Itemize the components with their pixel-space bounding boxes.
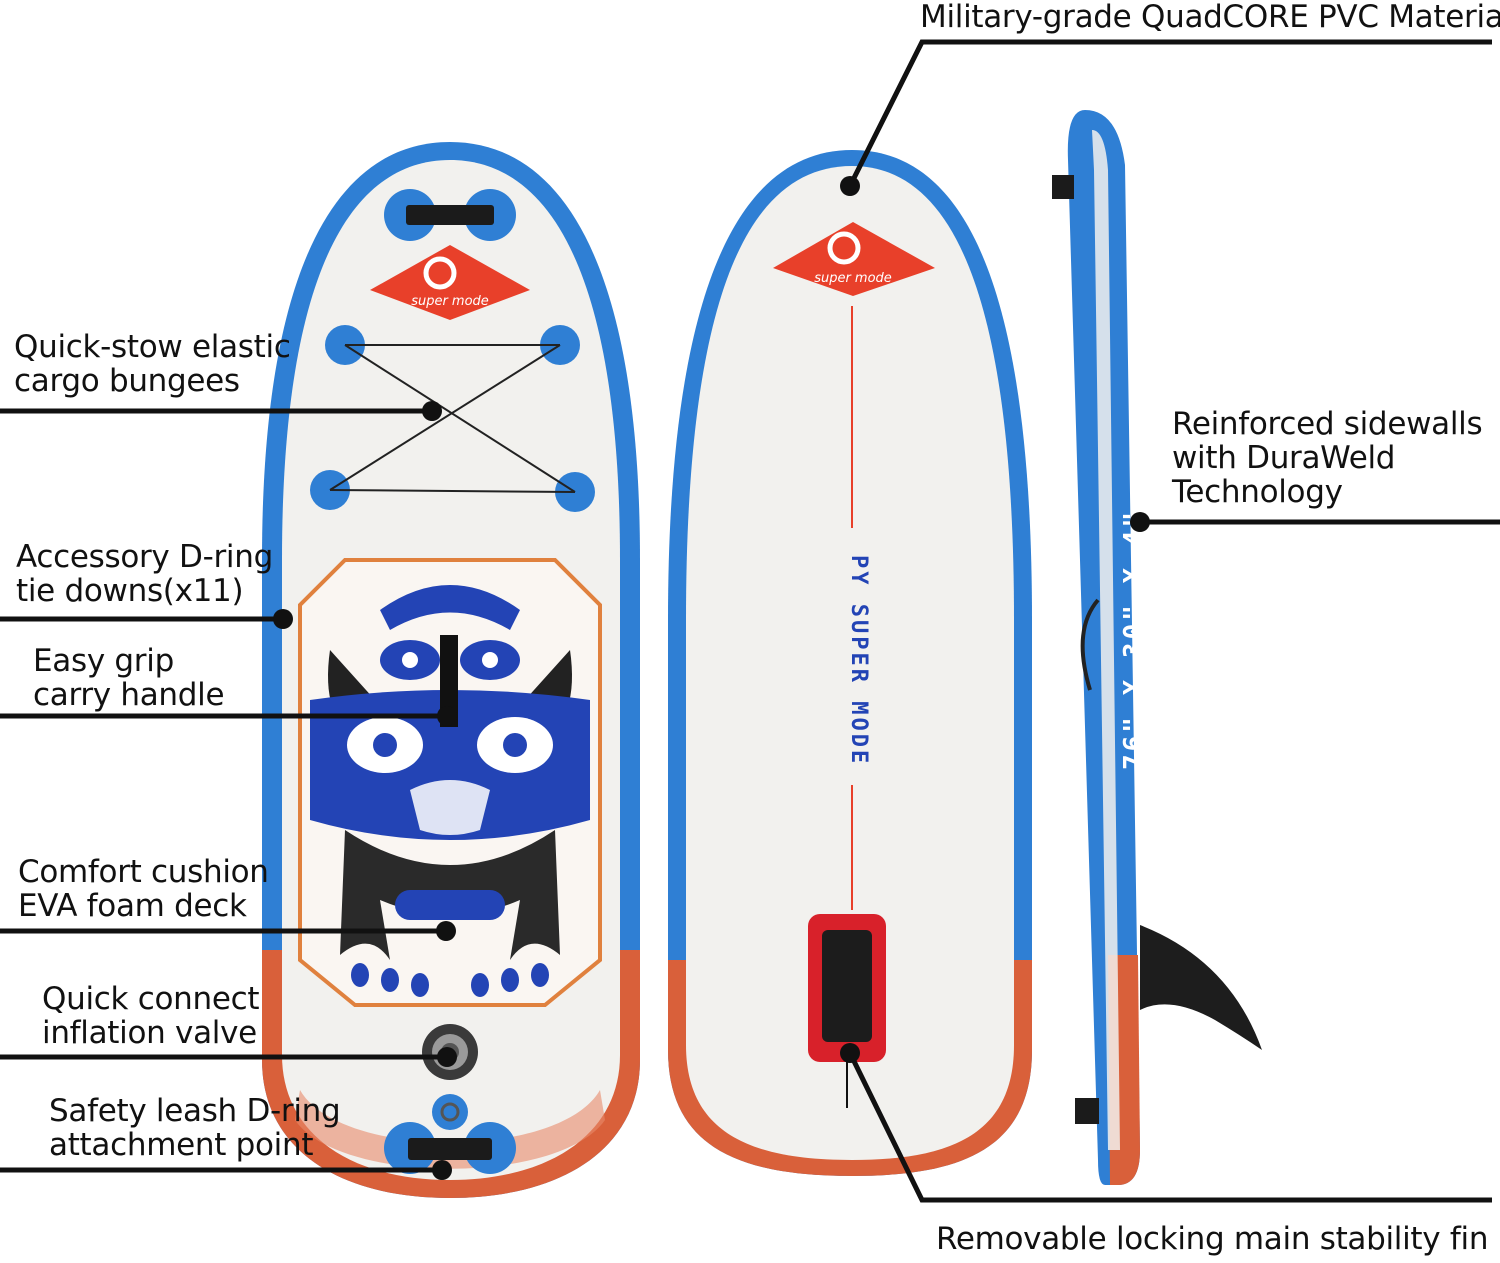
side-view-board: 76" X 30" X 4" super mode (1052, 110, 1262, 1185)
tail-leash-d-ring (384, 1094, 516, 1174)
cargo-bungee-area (310, 325, 595, 512)
callout-line: Safety leash D-ring (49, 1093, 341, 1129)
callout-line: Removable locking main stability fin (936, 1221, 1489, 1257)
dimensions-text: 76" X 30" X 4" (1119, 509, 1149, 770)
logo-text: super mode (411, 294, 489, 309)
callout-eva-deck: Comfort cushion EVA foam deck (18, 855, 269, 923)
nose-carry-handle (384, 189, 516, 241)
callout-inflation-valve: Quick connect inflation valve (42, 982, 259, 1050)
callout-line: Comfort cushion (18, 854, 269, 890)
callout-sidewalls: Reinforced sidewalls with DuraWeld Techn… (1172, 406, 1483, 510)
bottom-view-board: super mode PY SUPER MODE (668, 150, 1032, 1176)
callout-carry-handle: Easy grip carry handle (33, 643, 225, 713)
brand-logo: super mode (370, 245, 530, 320)
callout-line: Technology (1172, 474, 1343, 510)
fin-box (808, 914, 886, 1108)
eva-deck-pad (298, 558, 602, 1007)
side-logo-text: super mode (1140, 824, 1153, 890)
callout-leash-d-ring: Safety leash D-ring attachment point (49, 1093, 341, 1163)
callout-line: Quick-stow elastic (14, 329, 291, 365)
callout-stability-fin: Removable locking main stability fin (936, 1222, 1488, 1256)
callout-line: tie downs(x11) (16, 573, 244, 609)
callout-line: Easy grip (33, 643, 174, 679)
callout-line: attachment point (49, 1127, 314, 1163)
callout-line: cargo bungees (14, 363, 240, 399)
callout-line: Quick connect (42, 981, 260, 1017)
brand-logo-bottom: super mode (773, 222, 935, 296)
bottom-print-text: PY SUPER MODE (846, 555, 871, 766)
center-carry-handle (440, 635, 458, 727)
callout-line: Military-grade QuadCORE PVC Material (920, 0, 1500, 35)
callout-line: with DuraWeld (1172, 440, 1396, 476)
callout-line: carry handle (33, 677, 225, 713)
leader-lines (0, 39, 1500, 1203)
callout-line: inflation valve (42, 1015, 257, 1051)
callout-line: Accessory D-ring (16, 539, 273, 575)
callout-line: EVA foam deck (18, 888, 247, 924)
callout-d-ring-tie-downs: Accessory D-ring tie downs(x11) (16, 540, 273, 608)
callout-line: Reinforced sidewalls (1172, 406, 1483, 442)
callout-cargo-bungees: Quick-stow elastic cargo bungees (14, 330, 291, 398)
callout-pvc-material: Military-grade QuadCORE PVC Material (920, 0, 1500, 34)
leader-dots (273, 176, 1150, 1180)
deck-view-board: super mode (262, 142, 640, 1198)
logo-text-bottom: super mode (814, 271, 892, 286)
stability-fin (1140, 925, 1262, 1050)
